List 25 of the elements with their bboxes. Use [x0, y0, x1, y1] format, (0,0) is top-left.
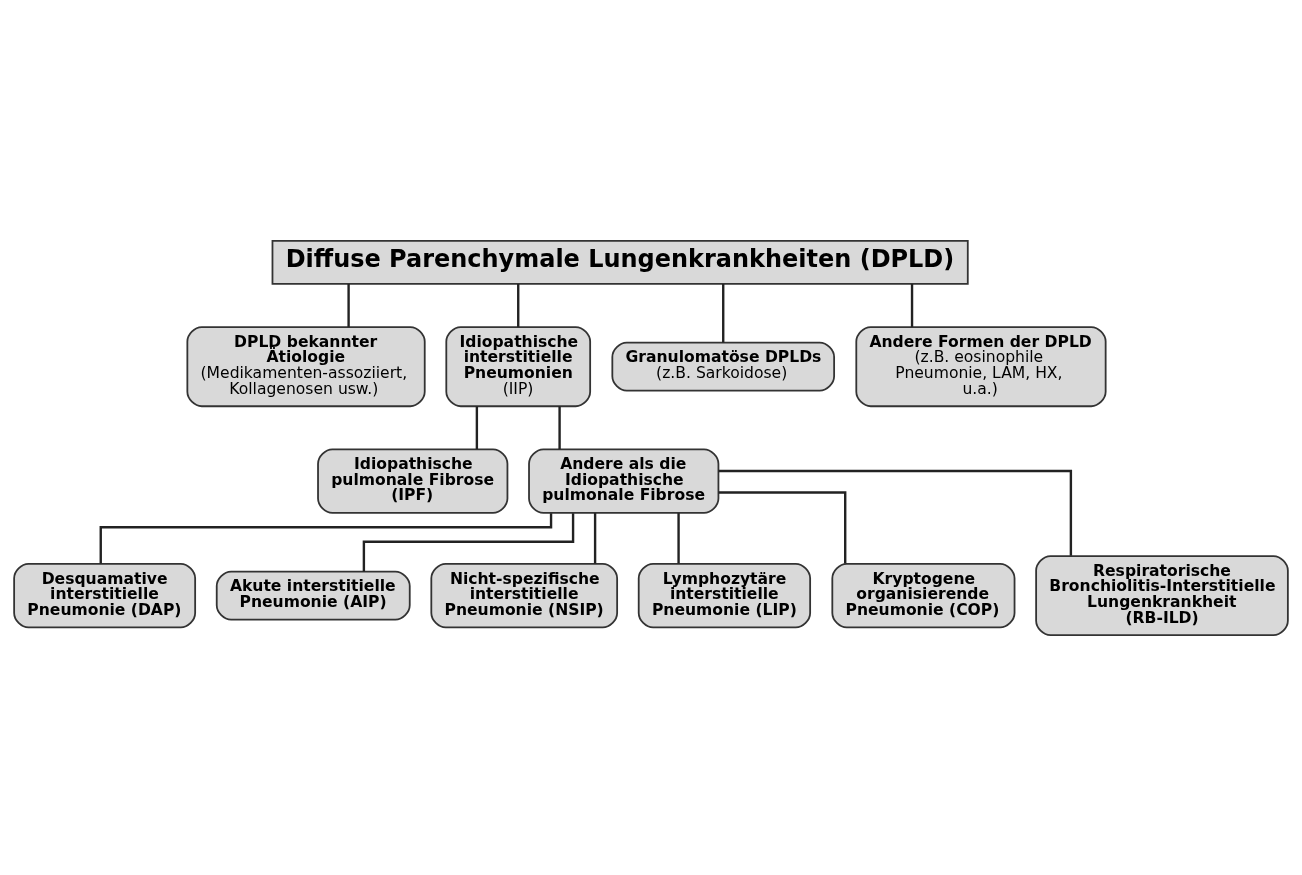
node-box: Idiopathische pulmonale Fibrose (IPF) — [317, 448, 509, 514]
node-box: Andere als die Idiopathische pulmonale Fibrose — [528, 448, 720, 514]
connector — [718, 490, 847, 564]
connector — [347, 283, 350, 327]
connector — [718, 469, 1073, 556]
node-box: Granulomatöse DPLDs (z.B. Sarkoidose) — [611, 341, 835, 392]
connector — [722, 283, 725, 343]
connector — [475, 405, 479, 449]
connector — [593, 512, 597, 564]
node-box: Nicht-spezifische interstitielle Pneumonie (NSIP) — [430, 562, 619, 628]
connector — [362, 512, 575, 571]
node-box: Andere Formen der DPLD (z.B. eosinophile Pneumonie, LAM, HX, u.a.) — [855, 325, 1107, 407]
node-box: Diffuse Parenchymale Lungenkrankheiten (DPLD) — [271, 239, 969, 285]
node-box: Lymphozytäre interstitielle Pneumonie (LIP) — [637, 562, 812, 628]
node-box: DPLD bekannter Ätiologie (Medikamenten-assoziiert, Kollagenosen usw.) — [186, 325, 426, 407]
node-box: Akute interstitielle Pneumonie (AIP) — [215, 570, 411, 620]
node-box: Respiratorische Bronchiolitis-Interstitielle Lungenkrankheit (RB-ILD) — [1035, 554, 1289, 636]
connector — [517, 283, 520, 327]
connector — [99, 512, 553, 563]
node-box: Desquamative interstitielle Pneumonie (DAP) — [13, 562, 197, 628]
connector — [910, 283, 914, 327]
node-box: Idiopathische interstitielle Pneumonien (IIP) — [445, 325, 592, 407]
connector — [677, 512, 680, 564]
connector — [558, 405, 561, 449]
node-box: Kryptogene organisierende Pneumonie (COP) — [831, 562, 1016, 628]
